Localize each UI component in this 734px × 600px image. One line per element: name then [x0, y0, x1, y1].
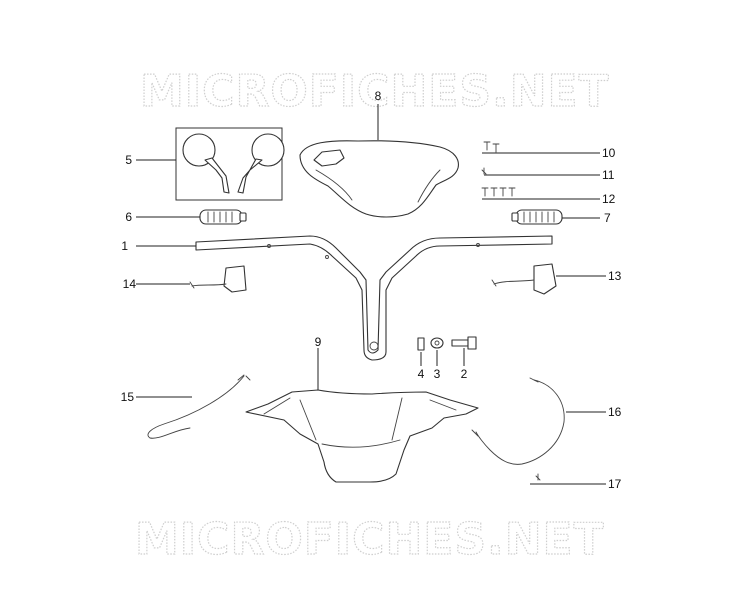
- part-cable-left[interactable]: [147, 374, 251, 439]
- callout-5: 5: [125, 153, 132, 167]
- callout-3: 3: [434, 367, 441, 381]
- part-rear-cover[interactable]: [245, 389, 479, 483]
- callout-6: 6: [125, 210, 132, 224]
- part-washer[interactable]: [430, 337, 444, 349]
- callout-13: 13: [608, 269, 622, 283]
- part-screws-10[interactable]: [483, 141, 500, 153]
- callout-8: 8: [375, 89, 382, 103]
- part-screw-17[interactable]: [535, 473, 541, 481]
- callout-11: 11: [602, 168, 615, 182]
- callout-1: 1: [121, 239, 128, 253]
- part-grip-right[interactable]: [511, 209, 563, 225]
- callout-10: 10: [602, 146, 616, 160]
- part-screws-12[interactable]: [481, 187, 516, 197]
- part-front-cover[interactable]: [299, 140, 459, 218]
- part-grip-left[interactable]: [199, 209, 247, 225]
- callout-7: 7: [604, 211, 611, 225]
- callout-14: 14: [123, 277, 137, 291]
- part-screw-11[interactable]: [481, 167, 487, 175]
- callout-9: 9: [315, 335, 322, 349]
- part-handlebar[interactable]: [195, 235, 553, 361]
- watermark-top: MICROFICHES.NET: [140, 66, 610, 117]
- callout-12: 12: [602, 192, 616, 206]
- part-left-switch[interactable]: [189, 265, 247, 293]
- part-cable-right[interactable]: [471, 377, 565, 465]
- callout-16: 16: [608, 405, 622, 419]
- part-right-switch[interactable]: [491, 263, 557, 295]
- callout-2: 2: [461, 367, 468, 381]
- callout-4: 4: [418, 367, 425, 381]
- callout-15: 15: [121, 390, 135, 404]
- part-bolt[interactable]: [451, 336, 477, 350]
- part-nut[interactable]: [417, 337, 425, 351]
- watermark-bottom: MICROFICHES.NET: [135, 514, 605, 565]
- part-mirrors[interactable]: [175, 127, 285, 201]
- callout-17: 17: [608, 477, 622, 491]
